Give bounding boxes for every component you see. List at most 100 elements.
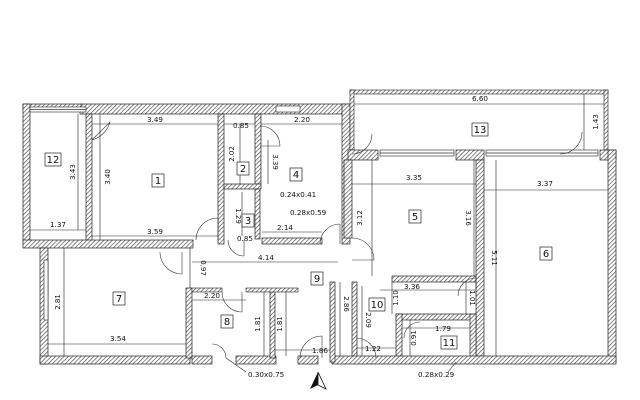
door-swing	[403, 321, 421, 339]
dimension-label: 4.14	[258, 253, 274, 262]
wall	[469, 313, 477, 363]
wall	[331, 355, 617, 365]
leader-lines	[225, 357, 457, 373]
room-number-8: 8	[224, 317, 230, 328]
room-label-box	[112, 291, 126, 306]
dimension-label: 1.10	[392, 290, 400, 306]
room-number-7: 7	[116, 294, 122, 305]
wall	[22, 103, 31, 245]
wall	[269, 289, 276, 359]
wall	[223, 183, 262, 190]
room-label-box	[368, 297, 386, 312]
dimension-label: 6.60	[472, 94, 488, 103]
door-swing	[227, 239, 245, 257]
dimension-label: 0.97	[199, 260, 207, 276]
dimension-label: 3.40	[104, 169, 112, 185]
dimension-label: 1.81	[254, 316, 262, 332]
room-label-box	[289, 167, 303, 182]
dimension-label: 3.49	[147, 115, 163, 124]
door-swing	[351, 133, 373, 155]
room-label-box	[539, 246, 553, 261]
wall	[254, 113, 262, 185]
wall	[235, 355, 277, 365]
door-swing	[319, 223, 341, 245]
wall	[603, 89, 609, 151]
wall	[347, 149, 379, 161]
room-number-5: 5	[412, 212, 418, 223]
room-number-2: 2	[240, 164, 246, 175]
door-swing	[221, 291, 243, 313]
dimension-label: 1.22	[365, 344, 381, 353]
door-swing	[159, 251, 183, 275]
room-number-3: 3	[245, 216, 251, 227]
dimension-label: 1.29	[234, 208, 242, 224]
room-label-box	[236, 161, 250, 176]
door-swing	[195, 217, 219, 241]
door-swing	[355, 337, 377, 359]
door-swing	[559, 131, 583, 155]
door-swing	[299, 335, 323, 359]
dimension-label: 3.43	[69, 164, 77, 180]
dimension-label: 3.16	[464, 210, 472, 226]
wall	[22, 239, 194, 249]
doors	[91, 120, 583, 359]
wall	[329, 281, 336, 363]
dimension-label: 0.91	[410, 330, 418, 346]
dimension-label: 1.43	[592, 114, 600, 130]
dimension-label: 5.11	[490, 250, 498, 266]
door-swing	[259, 125, 281, 147]
dimension-label: 1.01	[468, 290, 476, 306]
dimension-label: 2.81	[54, 294, 62, 310]
wall	[261, 237, 323, 245]
wall	[39, 355, 191, 365]
room-label-box	[440, 335, 458, 350]
dimension-label: 1.37	[50, 220, 66, 229]
door-swing	[457, 277, 477, 297]
dimension-label: 2.14	[277, 223, 293, 232]
dimension-label: 3.59	[147, 227, 163, 236]
dimension-label: 2.20	[294, 115, 310, 124]
wall	[297, 355, 319, 365]
wall	[475, 159, 485, 357]
wall	[191, 287, 223, 293]
room-number-4: 4	[293, 170, 299, 181]
windows	[29, 105, 599, 321]
wall	[395, 313, 403, 363]
wall	[191, 355, 213, 365]
wall	[217, 113, 225, 245]
room-number-9: 9	[314, 274, 320, 285]
room-number-12: 12	[47, 155, 60, 166]
door-swing	[211, 343, 227, 359]
dimension-label: 0.24x0.41	[280, 190, 316, 199]
wall	[185, 287, 193, 359]
wall	[254, 188, 261, 240]
wall	[395, 313, 477, 321]
dimension-label: 1.86	[312, 346, 328, 355]
room-number-6: 6	[543, 249, 549, 260]
room-number-1: 1	[155, 176, 161, 187]
wall	[607, 149, 617, 363]
door-swing	[351, 237, 375, 261]
room-labels: 1 2 3 4 5 6 7 8 9 10 11 12 13	[44, 122, 553, 350]
room-label-box	[310, 271, 324, 286]
wall	[85, 113, 93, 245]
dimension-label: 2.02	[228, 146, 236, 162]
dimension-label: 1.81	[276, 316, 284, 332]
dimension-label: 0.28x0.59	[290, 208, 327, 217]
wall	[351, 281, 358, 363]
dimension-label: 1.79	[435, 324, 451, 333]
window	[275, 105, 301, 113]
dimension-label: 0.85	[233, 121, 249, 130]
dimension-labels: 3.49 0.85 2.20 6.60 1.43 2.02 3.39 3.40 …	[50, 94, 600, 379]
dimension-label: 2.86	[342, 296, 350, 312]
room-label-box	[44, 152, 62, 167]
room-label-box	[220, 314, 234, 329]
dimension-label: 3.35	[406, 173, 422, 182]
door-swing	[91, 120, 111, 141]
room-label-box	[241, 213, 255, 228]
room-number-10: 10	[371, 300, 384, 311]
dimension-label: 2.20	[204, 291, 220, 300]
wall	[245, 287, 299, 293]
dimension-label: 0.85	[237, 234, 253, 243]
